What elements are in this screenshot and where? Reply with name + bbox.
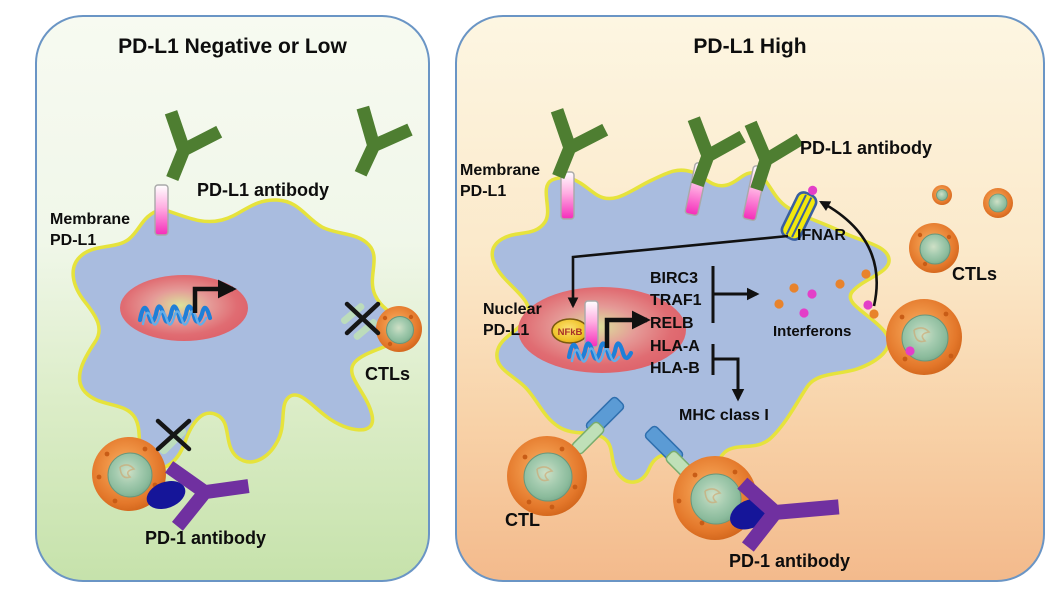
dna-icon [137, 304, 213, 326]
transcription-arrow [192, 279, 237, 313]
ctl-cell [932, 185, 952, 205]
gene-label-hla-b: HLA-B [650, 360, 700, 377]
ctl-cell [886, 299, 962, 375]
membrane-pdl1-receptor [560, 171, 575, 220]
ctl-cell [983, 188, 1013, 218]
ctl-cell [507, 436, 587, 516]
pd1-receptor [146, 480, 186, 510]
ctl-cell [376, 306, 422, 352]
pdl1-antibody-icon [744, 120, 804, 192]
pd1-antibody-label: PD-1 antibody [729, 551, 851, 571]
right-panel-drawing: NFkB [490, 108, 1013, 552]
pdl1-antibody-icon [164, 110, 223, 181]
gene-bracket-arrows [711, 266, 760, 402]
left-panel-drawing [71, 105, 422, 531]
ifnar-signal-arrow [567, 234, 789, 309]
panel-title: PD-L1 Negative or Low [118, 35, 347, 58]
ctl-label: CTL [505, 510, 540, 530]
interferon-feedback-arrow [819, 200, 878, 307]
panel-title: PD-L1 High [693, 35, 807, 58]
pdl1-antibody-label: PD-L1 antibody [800, 138, 933, 158]
pdl1-antibody-icon [550, 108, 609, 179]
ctl-cell [92, 437, 166, 511]
interferons-label: Interferons [773, 323, 852, 340]
pdl1-antibody-label: PD-L1 antibody [197, 180, 330, 200]
nucleus [518, 287, 686, 373]
ctl-cell [909, 223, 959, 273]
pd1-antibody-label: PD-1 antibody [145, 528, 267, 548]
ctls-label: CTLs [365, 364, 410, 384]
pd1-antibody-icon [165, 461, 250, 531]
membrane-pdl1-label: Membrane PD-L1 [460, 162, 541, 201]
interferon-dots [774, 269, 879, 319]
membrane-pdl1-label: Membrane PD-L1 [50, 211, 131, 250]
transcription-arrow [604, 310, 651, 348]
tumor-cell [490, 168, 891, 484]
panel-pdl1-high: NFkB [455, 15, 1045, 582]
nuclear-pdl1-label: Nuclear PD-L1 [483, 301, 542, 340]
interferon-dot [808, 185, 818, 195]
gene-label-birc3: BIRC3 [650, 270, 699, 287]
membrane-pdl1-receptor [154, 184, 169, 236]
nfkb-label: NFkB [558, 327, 583, 338]
dna-icon [566, 341, 634, 363]
tcr-blocked [159, 427, 187, 455]
mhc-tcr-pair [571, 396, 625, 455]
pdl1-antibody-icon [687, 116, 746, 188]
tumor-cell [71, 198, 404, 470]
nuclear-pdl1-receptor [584, 300, 599, 348]
panel-pdl1-negative: PD-L1 Negative or Low Membrane PD-L1 PD-… [35, 15, 430, 582]
nucleus [120, 275, 248, 341]
ifnar-receptor [780, 185, 818, 241]
mhc-class1-label: MHC class I [679, 407, 769, 424]
gene-label-relb: RELB [650, 315, 694, 332]
interferon-dot [905, 346, 915, 356]
gene-label-traf1: TRAF1 [650, 292, 702, 309]
ifnar-label: IFNAR [797, 227, 846, 244]
pd1-antibody-icon [737, 477, 840, 552]
block-x-icon [155, 418, 192, 452]
block-x-icon [344, 301, 381, 336]
ctls-label: CTLs [952, 264, 997, 284]
pdl1-antibody-icon [354, 105, 413, 177]
gene-label-hla-a: HLA-A [650, 338, 700, 355]
